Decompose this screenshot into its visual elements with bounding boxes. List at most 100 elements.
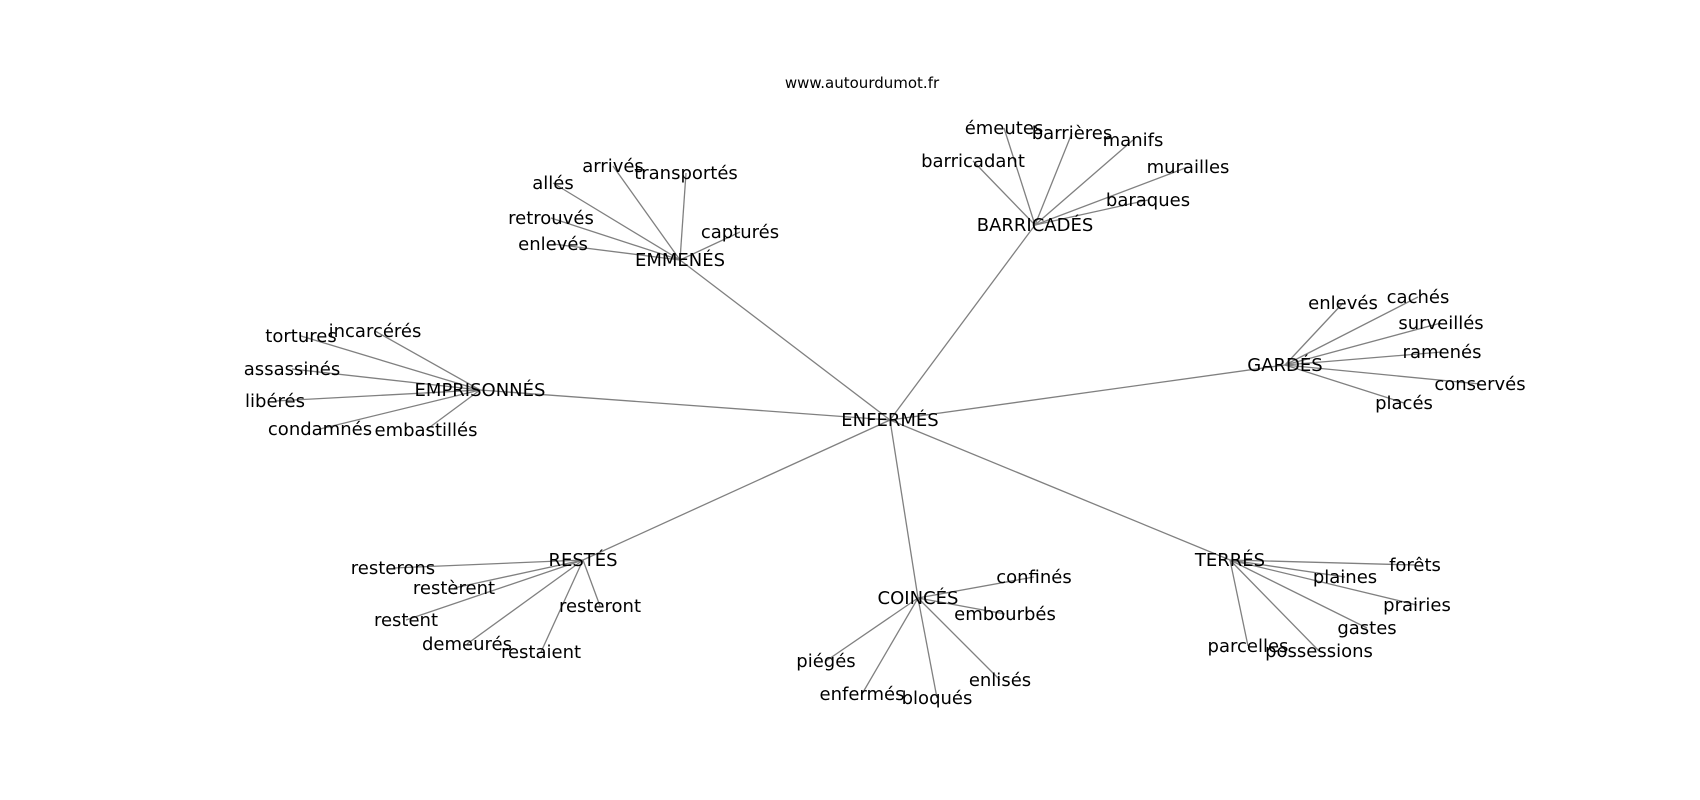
hub-word[interactable]: COINCÉS <box>878 587 959 609</box>
edge-hub-to-leaf <box>1034 139 1134 226</box>
edge-hub-to-leaf <box>1034 132 1073 226</box>
leaf-word[interactable]: incarcérés <box>329 321 422 342</box>
leaf-word[interactable]: ramenés <box>1403 342 1482 363</box>
leaf-word[interactable]: libérés <box>245 391 305 412</box>
source-label: www.autourdumot.fr <box>785 74 940 92</box>
leaf-word[interactable]: transportés <box>634 163 738 184</box>
edge-center-to-hub <box>479 389 891 421</box>
edge-hub-to-leaf <box>550 217 681 261</box>
leaf-word[interactable]: embastillés <box>375 420 478 441</box>
leaf-word[interactable]: barrières <box>1032 123 1112 144</box>
edge-hub-to-leaf <box>1284 322 1442 366</box>
leaf-word[interactable]: piégés <box>796 651 855 672</box>
leaf-word[interactable]: restèrent <box>413 578 495 599</box>
hub-word[interactable]: EMMENÉS <box>635 249 725 271</box>
edge-center-to-hub <box>582 419 891 561</box>
edge-hub-to-leaf <box>425 389 481 431</box>
edge-hub-to-leaf <box>1229 559 1346 578</box>
graph-labels: www.autourdumot.fr ENFERMÉSEMMENÉSallésa… <box>244 74 1526 709</box>
edge-hub-to-leaf <box>300 335 481 391</box>
edge-hub-to-leaf <box>1229 559 1418 606</box>
leaf-word[interactable]: baraques <box>1106 190 1190 211</box>
edge-hub-to-leaf <box>972 160 1036 226</box>
edge-hub-to-leaf <box>319 389 481 430</box>
edge-hub-to-leaf <box>1003 127 1036 226</box>
edge-hub-to-leaf <box>917 576 1035 599</box>
leaf-word[interactable]: enlevés <box>1308 293 1378 314</box>
leaf-word[interactable]: enlevés <box>518 234 588 255</box>
edge-hub-to-leaf <box>1284 364 1405 404</box>
leaf-word[interactable]: assassinés <box>244 359 340 380</box>
edge-hub-to-leaf <box>374 330 481 391</box>
hub-word[interactable]: BARRICADÉS <box>977 214 1094 236</box>
leaf-word[interactable]: arrivés <box>582 156 644 177</box>
leaf-word[interactable]: manifs <box>1103 130 1164 151</box>
leaf-word[interactable]: prairies <box>1383 595 1451 616</box>
hub-word[interactable]: EMPRISONNÉS <box>415 379 546 401</box>
leaf-word[interactable]: resterons <box>351 558 435 579</box>
leaf-word[interactable]: émeutes <box>965 118 1044 139</box>
leaf-word[interactable]: retrouvés <box>508 208 594 229</box>
edge-hub-to-leaf <box>1229 559 1249 647</box>
leaf-word[interactable]: capturés <box>701 222 779 243</box>
hub-word[interactable]: TERRÉS <box>1194 549 1265 571</box>
leaf-word[interactable]: condamnés <box>268 419 372 440</box>
edge-hub-to-leaf <box>540 559 584 653</box>
edge-hub-to-leaf <box>679 172 687 261</box>
leaf-word[interactable]: restaient <box>501 642 581 663</box>
leaf-word[interactable]: embourbés <box>954 604 1056 625</box>
edge-hub-to-leaf <box>274 389 481 402</box>
edge-hub-to-leaf <box>466 559 584 645</box>
hub-word[interactable]: GARDÉS <box>1247 354 1322 376</box>
edge-hub-to-leaf <box>453 559 584 589</box>
edge-hub-to-leaf <box>917 597 1006 615</box>
edge-center-to-hub <box>679 259 891 421</box>
leaf-word[interactable]: murailles <box>1147 157 1230 178</box>
leaf-word[interactable]: confinés <box>996 567 1072 588</box>
edge-hub-to-leaf <box>1229 559 1320 652</box>
leaf-word[interactable]: parcelles <box>1208 636 1289 657</box>
leaf-word[interactable]: cachés <box>1387 287 1450 308</box>
edge-hub-to-leaf <box>552 182 681 261</box>
edge-hub-to-leaf <box>825 597 919 662</box>
leaf-word[interactable]: tortures <box>265 326 336 347</box>
edge-hub-to-leaf <box>392 559 584 569</box>
hub-word[interactable]: RESTÉS <box>548 549 617 571</box>
leaf-word[interactable]: gastes <box>1337 618 1396 639</box>
leaf-word[interactable]: conservés <box>1434 374 1525 395</box>
leaf-word[interactable]: demeurés <box>422 634 512 655</box>
edge-hub-to-leaf <box>552 243 681 261</box>
edge-hub-to-leaf <box>1284 302 1344 366</box>
leaf-word[interactable]: barricadant <box>921 151 1025 172</box>
leaf-word[interactable]: bloqués <box>902 688 973 709</box>
leaf-word[interactable]: forêts <box>1389 555 1441 576</box>
edge-hub-to-leaf <box>582 559 601 607</box>
edge-hub-to-leaf <box>1034 199 1149 226</box>
edge-hub-to-leaf <box>291 368 481 391</box>
leaf-word[interactable]: enfermés <box>820 684 905 705</box>
leaf-word[interactable]: plaines <box>1313 567 1377 588</box>
edge-hub-to-leaf <box>1229 559 1416 566</box>
leaf-word[interactable]: restent <box>374 610 438 631</box>
leaf-word[interactable]: allés <box>532 173 573 194</box>
leaf-word[interactable]: enlisés <box>969 670 1031 691</box>
edge-hub-to-leaf <box>405 559 584 621</box>
edge-hub-to-leaf <box>679 231 741 261</box>
edge-hub-to-leaf <box>1284 364 1481 385</box>
leaf-word[interactable]: surveillés <box>1398 313 1483 334</box>
edge-hub-to-leaf <box>612 165 681 261</box>
leaf-word[interactable]: placés <box>1375 393 1433 414</box>
leaf-word[interactable]: possessions <box>1265 641 1373 662</box>
edge-center-to-hub <box>889 224 1036 421</box>
edge-center-to-hub <box>889 419 919 599</box>
edge-hub-to-leaf <box>917 597 1001 681</box>
edge-hub-to-leaf <box>1229 559 1368 629</box>
center-word[interactable]: ENFERMÉS <box>841 409 938 431</box>
leaf-word[interactable]: resteront <box>559 596 641 617</box>
edge-center-to-hub <box>889 364 1286 421</box>
edge-hub-to-leaf <box>917 597 938 699</box>
edge-center-to-hub <box>889 419 1231 561</box>
edge-hub-to-leaf <box>1034 166 1189 226</box>
graph-edges <box>274 127 1481 699</box>
